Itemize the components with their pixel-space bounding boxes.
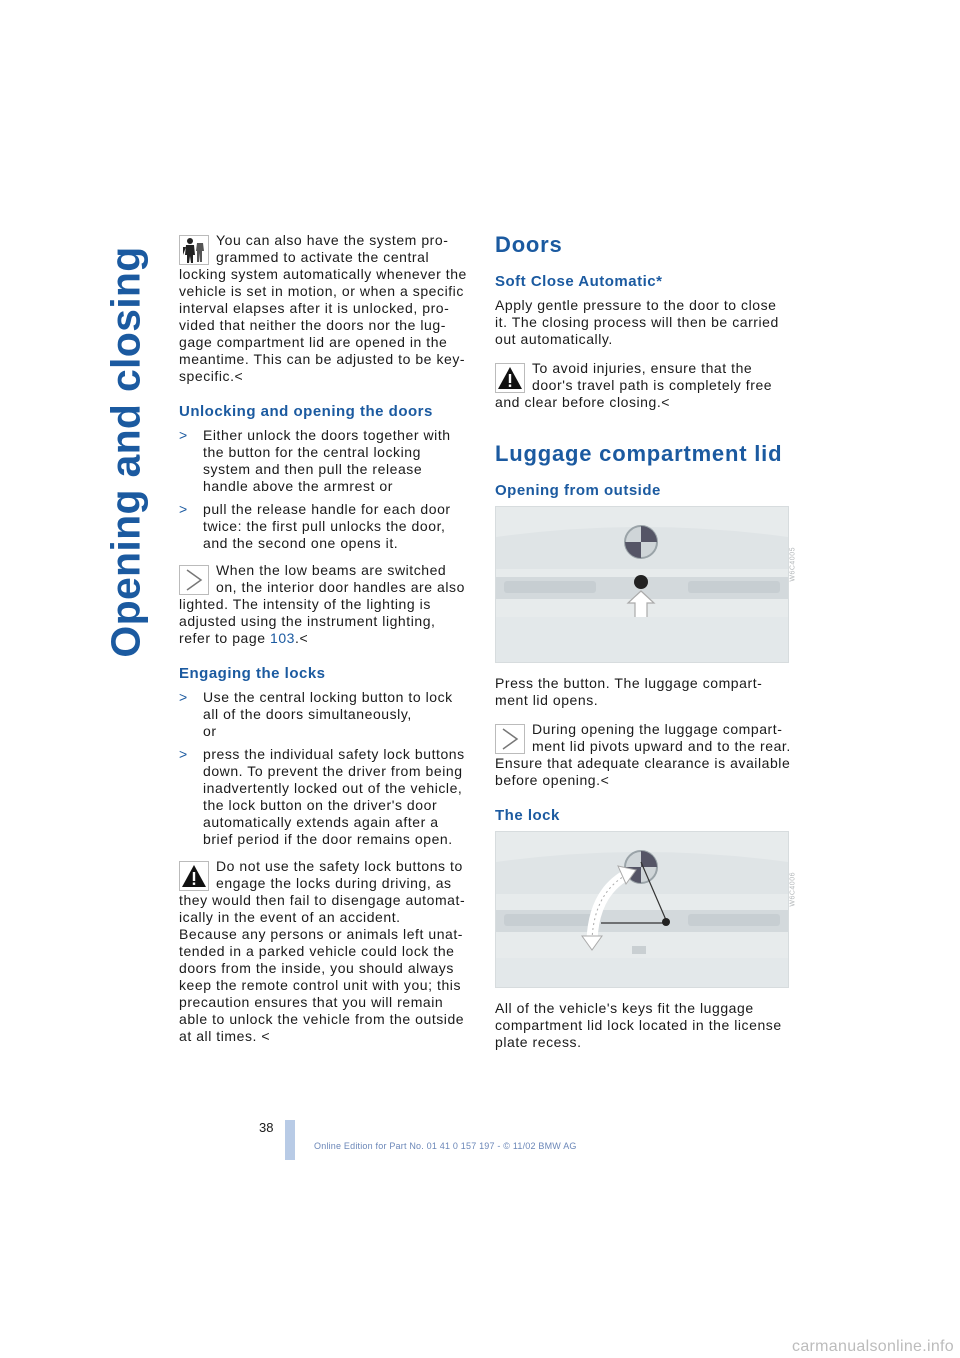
unlocking-heading: Unlocking and opening the doors xyxy=(179,403,433,420)
opening-note: During opening the luggage compart-ment … xyxy=(495,721,791,788)
list-item: > pull the release handle for each door … xyxy=(179,501,451,551)
right-column: Doors Soft Close Automatic* Apply gentle… xyxy=(495,232,797,1051)
lock-text: All of the vehicle's keys fit the luggag… xyxy=(495,1000,782,1050)
list-item: > Either unlock the doors together with … xyxy=(179,427,451,494)
intro-note: You can also have the system pro-grammed… xyxy=(179,232,467,384)
list-item: > press the individual safety lock butto… xyxy=(179,746,465,847)
engaging-heading: Engaging the locks xyxy=(179,665,326,682)
chapter-title: Opening and closing xyxy=(102,246,149,658)
list-item: > Use the central locking button to lock… xyxy=(179,689,453,739)
trunk-lock-illustration: W6C4006 xyxy=(495,831,797,988)
page-number: 38 xyxy=(259,1120,274,1135)
doors-heading: Doors xyxy=(495,232,563,257)
note-arrow-icon xyxy=(495,724,525,754)
soft-close-warning: To avoid injuries, ensure that the door'… xyxy=(495,360,773,410)
page-bar xyxy=(285,1120,295,1160)
opening-text: Press the button. The luggage compart-me… xyxy=(495,675,763,708)
note-arrow-icon xyxy=(179,565,209,595)
left-column: You can also have the system pro-grammed… xyxy=(179,232,470,1059)
warning-icon xyxy=(179,861,209,891)
lock-heading: The lock xyxy=(495,807,560,824)
trunk-button-illustration: W6C4005 xyxy=(495,506,797,663)
warning-icon xyxy=(495,363,525,393)
low-beams-note: When the low beams are switched on, the … xyxy=(179,562,465,646)
page-link[interactable]: 103 xyxy=(269,630,295,646)
warning-note: Do not use the safety lock buttons to en… xyxy=(179,858,466,1044)
soft-close-text: Apply gentle pressure to the door to clo… xyxy=(495,297,779,347)
footer: Online Edition for Part No. 01 41 0 157 … xyxy=(314,1141,577,1151)
technician-icon xyxy=(179,235,209,265)
soft-close-heading: Soft Close Automatic* xyxy=(495,273,663,290)
watermark: carmanualsonline.info xyxy=(792,1338,954,1355)
luggage-heading: Luggage compartment lid xyxy=(495,441,783,466)
opening-heading: Opening from outside xyxy=(495,482,661,499)
